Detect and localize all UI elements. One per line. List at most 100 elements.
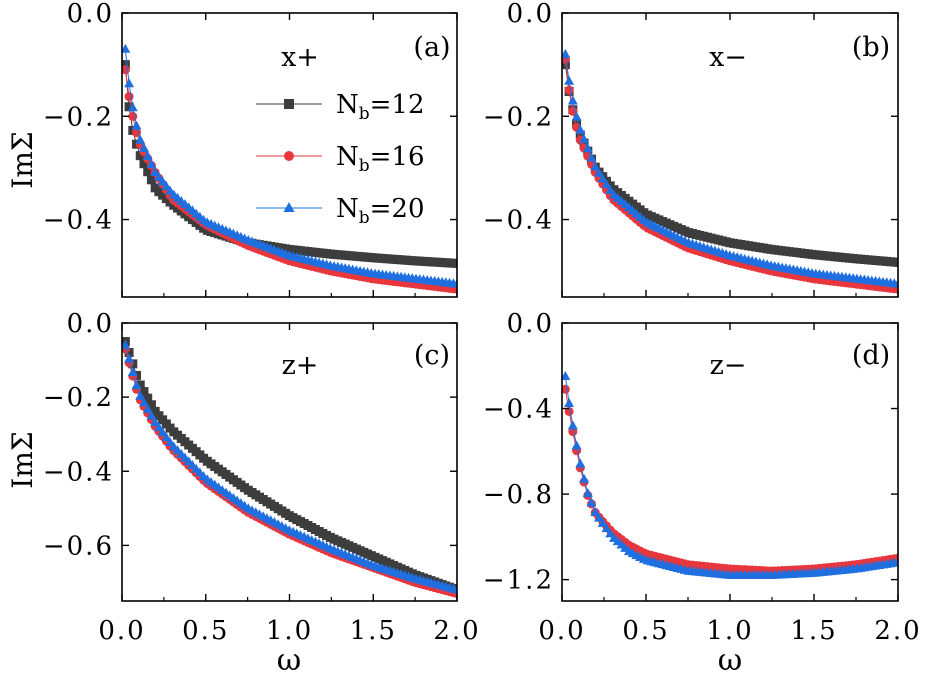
data-point bbox=[586, 152, 597, 162]
y-tick-label: −0.2 bbox=[43, 102, 114, 132]
data-point bbox=[564, 75, 575, 85]
x-axis-label-left: ω bbox=[277, 643, 301, 678]
data-point bbox=[146, 175, 156, 185]
data-point bbox=[893, 557, 898, 567]
channel-label: x+ bbox=[281, 42, 319, 73]
data-point bbox=[564, 406, 574, 416]
data-point bbox=[135, 134, 146, 144]
series-group bbox=[562, 48, 898, 294]
data-point bbox=[124, 353, 135, 363]
x-tick-label: 0.0 bbox=[98, 616, 145, 646]
data-point bbox=[150, 166, 161, 176]
data-point bbox=[579, 134, 589, 144]
data-point bbox=[142, 150, 153, 160]
data-point bbox=[575, 130, 585, 140]
data-point bbox=[127, 366, 138, 376]
data-point bbox=[124, 348, 134, 358]
y-tick-label: −0.4 bbox=[43, 457, 114, 487]
y-axis-label-bottom: ImΣ bbox=[6, 431, 39, 488]
data-point bbox=[139, 387, 149, 397]
data-point bbox=[135, 151, 145, 161]
data-point bbox=[124, 92, 134, 102]
series-line bbox=[124, 348, 457, 595]
data-point bbox=[127, 102, 138, 112]
data-point bbox=[893, 278, 898, 288]
channel-label: z+ bbox=[282, 350, 319, 381]
data-point bbox=[594, 512, 604, 522]
legend-marker bbox=[284, 151, 294, 161]
panel-a: 0.0 −0.2 −0.4 x+ (a) bbox=[43, 0, 458, 298]
y-tick-label: −0.2 bbox=[483, 102, 554, 132]
panel-label: (a) bbox=[413, 32, 450, 63]
x-tick-label: 0.5 bbox=[622, 616, 669, 646]
data-point bbox=[564, 398, 575, 408]
data-point bbox=[146, 400, 156, 410]
x-tick-label: 1.0 bbox=[266, 616, 313, 646]
x-tick-label: 2.0 bbox=[874, 616, 921, 646]
data-point bbox=[601, 179, 612, 189]
series-group bbox=[122, 43, 457, 294]
y-tick-label: −0.4 bbox=[43, 206, 114, 236]
data-point bbox=[131, 380, 142, 390]
data-point bbox=[161, 181, 172, 191]
data-point bbox=[597, 173, 608, 183]
data-point bbox=[143, 393, 153, 403]
legend-label: Nb=12 bbox=[336, 90, 425, 124]
y-tick-label: −1.2 bbox=[483, 566, 554, 596]
y-tick-label: −0.2 bbox=[43, 383, 114, 413]
data-point bbox=[135, 390, 146, 400]
data-point bbox=[562, 48, 571, 58]
series-group bbox=[122, 337, 457, 599]
y-tick-label: −0.8 bbox=[483, 480, 554, 510]
legend-marker bbox=[284, 99, 294, 109]
series-line bbox=[124, 345, 457, 591]
y-tick-label: −0.6 bbox=[43, 531, 114, 561]
y-tick-label: 0.0 bbox=[507, 0, 554, 29]
data-point bbox=[128, 111, 138, 121]
data-point bbox=[571, 440, 582, 450]
data-point bbox=[153, 171, 164, 181]
data-point bbox=[142, 403, 153, 413]
x-tick-label: 0.5 bbox=[182, 616, 229, 646]
series-group bbox=[562, 371, 898, 579]
data-point bbox=[452, 258, 457, 268]
data-point bbox=[139, 159, 149, 169]
data-point bbox=[122, 60, 130, 70]
legend-entry: Nb=12 bbox=[256, 90, 425, 124]
panel-label: (d) bbox=[852, 340, 890, 371]
x-tick-label: 1.5 bbox=[790, 616, 837, 646]
data-point bbox=[157, 427, 168, 437]
data-point bbox=[146, 410, 157, 420]
panel-label: (b) bbox=[852, 32, 890, 63]
data-point bbox=[139, 142, 149, 152]
data-point bbox=[124, 78, 135, 88]
data-point bbox=[594, 167, 604, 177]
data-point bbox=[161, 432, 172, 442]
data-point bbox=[567, 420, 578, 430]
data-point bbox=[590, 507, 601, 517]
data-point bbox=[150, 417, 161, 427]
data-point bbox=[122, 339, 131, 349]
y-tick-label: −0.4 bbox=[483, 395, 554, 425]
data-point bbox=[590, 161, 601, 171]
data-point bbox=[452, 278, 457, 288]
x-tick-label: 1.5 bbox=[350, 616, 397, 646]
data-point bbox=[575, 124, 586, 134]
data-point bbox=[597, 517, 608, 527]
data-point bbox=[605, 184, 616, 194]
x-axis-label-right: ω bbox=[718, 643, 742, 678]
series-line bbox=[564, 64, 898, 263]
data-point bbox=[567, 95, 578, 105]
legend-label: Nb=16 bbox=[336, 142, 425, 176]
data-point bbox=[135, 380, 145, 390]
y-tick-label: 0.0 bbox=[67, 0, 114, 29]
legend-label: Nb=20 bbox=[336, 194, 425, 228]
x-tick-label: 0.0 bbox=[538, 616, 585, 646]
y-tick-label: 0.0 bbox=[67, 309, 114, 339]
data-point bbox=[131, 120, 142, 130]
data-point bbox=[146, 158, 157, 168]
series-line bbox=[564, 376, 898, 576]
data-point bbox=[571, 111, 582, 121]
